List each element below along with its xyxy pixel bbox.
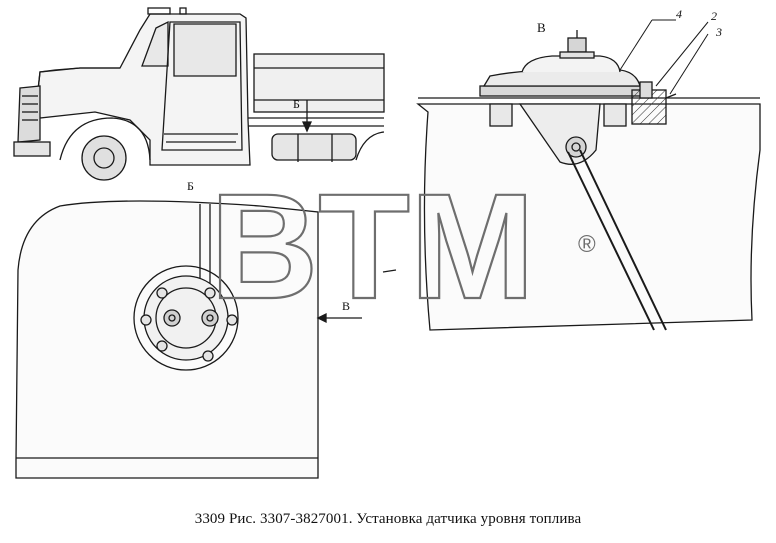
sender-flange-section <box>479 85 647 97</box>
tank-wall <box>416 103 761 331</box>
truck-door-window <box>173 23 237 77</box>
truck-fuel-tank <box>271 133 357 161</box>
view-v-arrowhead <box>316 312 327 324</box>
tank-top-view <box>15 200 397 479</box>
truck-grille <box>17 85 41 143</box>
view-v-label-section: В <box>537 20 546 35</box>
flange-screw <box>226 314 238 326</box>
truck-roof-lamp-2 <box>179 7 187 15</box>
sender-terminal-right <box>201 309 219 327</box>
float-pivot-pin <box>571 142 581 152</box>
truck-front-hub <box>93 147 115 169</box>
section-view-v <box>416 19 761 331</box>
truck-roof-lamp <box>147 7 171 15</box>
callout-3: 3 <box>715 25 722 39</box>
truck-front-wheel <box>81 135 127 181</box>
flange-screw <box>204 287 216 299</box>
flange-screw <box>202 350 214 362</box>
truck-front-wheel-arch <box>59 117 151 161</box>
view-b-label-tank: Б <box>187 179 194 193</box>
truck-bumper <box>13 141 51 157</box>
flange-screw <box>156 287 168 299</box>
tick-mark <box>382 269 397 273</box>
terminal-nut <box>206 314 214 322</box>
view-b-arrowhead <box>301 121 313 133</box>
truck-cargo-body <box>253 53 385 113</box>
float-arm <box>567 151 655 331</box>
callout-leader-2 <box>655 21 709 87</box>
callout-leader-4 <box>619 19 653 71</box>
flange-screws <box>140 287 238 362</box>
truck-hood <box>37 67 120 91</box>
stud-nut <box>567 37 587 53</box>
sender-terminal-left <box>163 309 181 327</box>
callout-2: 2 <box>711 9 717 23</box>
watermark-text: BTM <box>210 162 535 330</box>
truck-door <box>161 21 243 151</box>
terminal-nut <box>168 314 176 322</box>
view-b-label-truck: Б <box>293 97 300 111</box>
watermark-registered-icon: ® <box>578 231 596 258</box>
sender-cover-section <box>482 69 641 87</box>
callout-leader-3 <box>669 33 709 95</box>
view-v-label-arrow: В <box>342 299 350 313</box>
watermark: BTM ® <box>209 161 596 331</box>
float-arm-edge <box>579 149 667 331</box>
flange-screw <box>140 314 152 326</box>
sender-mount-ring <box>133 265 239 371</box>
screw-head <box>639 81 653 99</box>
bracket-block-right <box>603 103 627 127</box>
gasket-edge <box>665 93 677 99</box>
callout-4: 4 <box>676 7 682 21</box>
bracket-block-left <box>489 103 513 127</box>
truck-windshield <box>141 20 169 67</box>
stud-washer <box>559 51 595 59</box>
figure-caption: 3309 Рис. 3307-3827001. Установка датчик… <box>194 511 582 527</box>
flange-screw <box>156 340 168 352</box>
truck-rear-wheel-arch <box>355 131 385 161</box>
truck-side-view <box>13 7 385 181</box>
